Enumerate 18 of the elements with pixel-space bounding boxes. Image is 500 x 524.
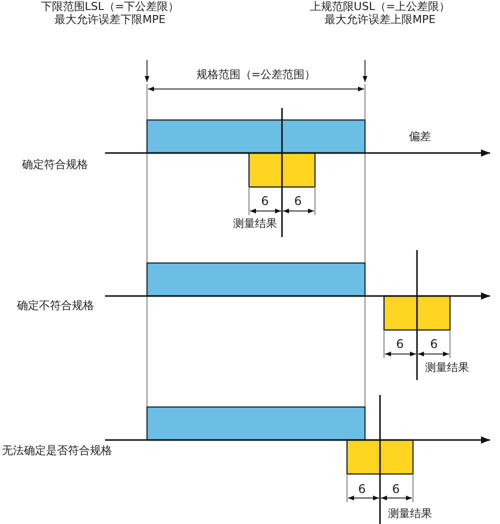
row-label: 确定符合规格	[22, 159, 88, 171]
limit-label: 上规范限USL（=上公差限）	[310, 1, 450, 13]
dimension-label: 6	[430, 338, 438, 350]
dimension-label: 6	[261, 195, 269, 207]
dimension-label: 6	[392, 483, 400, 495]
row-label: 确定不符合规格	[17, 300, 94, 312]
limit-label: 最大允许误差下限MPE	[54, 14, 166, 26]
dimension-label: 6	[294, 195, 302, 207]
row-label: 无法确定是否符合规格	[2, 445, 112, 457]
axis-label: 偏差	[409, 131, 431, 143]
result-label: 测量结果	[425, 362, 469, 374]
dimension-label: 6	[358, 483, 366, 495]
limit-label: 最大允许误差上限MPE	[324, 14, 436, 26]
dimension-label: 6	[396, 338, 404, 350]
result-label: 测量结果	[388, 508, 432, 520]
range-label: 规格范围（=公差范围）	[196, 69, 316, 81]
result-label: 测量结果	[233, 218, 277, 230]
limit-label: 下限范围LSL（=下公差限）	[40, 1, 180, 13]
